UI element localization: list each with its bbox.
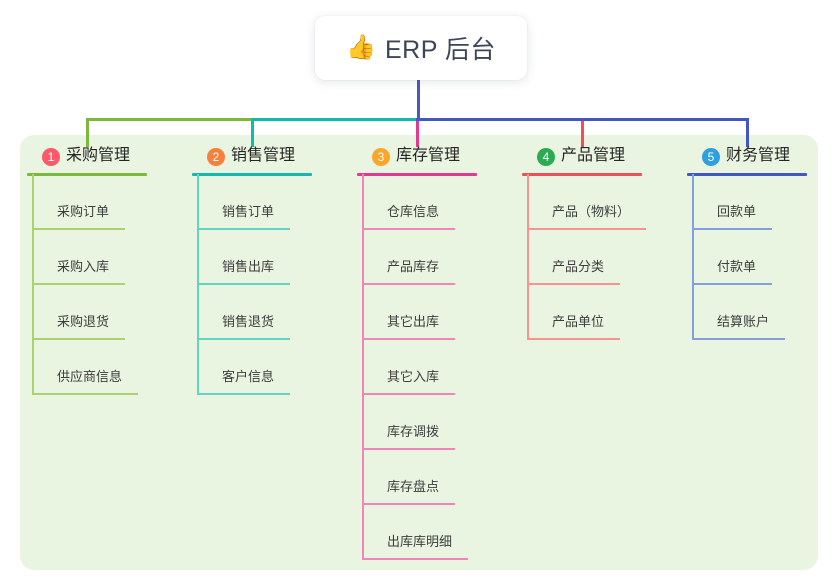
leaf-node[interactable]: 产品（物料） — [527, 202, 647, 230]
branch-title-underline — [192, 173, 312, 176]
branch-drop-connector — [415, 118, 419, 147]
branch-child-connector-line — [362, 174, 364, 560]
leaf-node[interactable]: 库存盘点 — [362, 477, 456, 505]
branch-title-underline — [687, 173, 807, 176]
branch-drop-connector — [745, 118, 749, 147]
root-node-title: ERP 后台 — [384, 36, 496, 64]
leaf-node[interactable]: 仓库信息 — [362, 202, 456, 230]
leaf-node[interactable]: 采购退货 — [32, 312, 126, 340]
leaf-node[interactable]: 其它出库 — [362, 312, 456, 340]
branch-title-underline — [27, 173, 147, 176]
branch-number-badge: 3 — [372, 148, 390, 166]
branch-title[interactable]: 财务管理 — [726, 147, 791, 164]
leaf-node[interactable]: 结算账户 — [692, 312, 786, 340]
branch-number-badge: 4 — [537, 148, 555, 166]
bus-segment — [86, 118, 254, 121]
branch-child-connector-line — [527, 174, 529, 340]
bus-segment — [251, 118, 419, 121]
branch-drop-connector — [85, 118, 89, 147]
branch-drop-connector — [580, 118, 584, 147]
root-drop-connector — [417, 80, 420, 121]
leaf-node[interactable]: 采购入库 — [32, 257, 126, 285]
branch-number-badge: 1 — [42, 148, 60, 166]
root-node-erp[interactable]: 👍 ERP 后台 — [315, 16, 527, 80]
branch-number-badge: 2 — [207, 148, 225, 166]
leaf-node[interactable]: 供应商信息 — [32, 367, 139, 395]
thumbs-up-icon: 👍 — [346, 34, 376, 61]
branch-title-underline — [357, 173, 477, 176]
branch-number-badge: 5 — [702, 148, 720, 166]
branch-child-connector-line — [692, 174, 694, 340]
leaf-node[interactable]: 产品单位 — [527, 312, 621, 340]
branch-title[interactable]: 库存管理 — [396, 147, 461, 164]
leaf-node[interactable]: 销售出库 — [197, 257, 291, 285]
leaf-node[interactable]: 销售退货 — [197, 312, 291, 340]
branch-title[interactable]: 采购管理 — [66, 147, 131, 164]
leaf-node[interactable]: 回款单 — [692, 202, 773, 230]
leaf-node[interactable]: 产品分类 — [527, 257, 621, 285]
leaf-node[interactable]: 销售订单 — [197, 202, 291, 230]
leaf-node[interactable]: 其它入库 — [362, 367, 456, 395]
leaf-node[interactable]: 客户信息 — [197, 367, 291, 395]
branch-drop-connector — [250, 118, 254, 147]
branch-title-underline — [522, 173, 642, 176]
branch-title[interactable]: 销售管理 — [231, 147, 296, 164]
leaf-node[interactable]: 采购订单 — [32, 202, 126, 230]
bus-segment — [416, 118, 749, 121]
leaf-node[interactable]: 付款单 — [692, 257, 773, 285]
leaf-node[interactable]: 出库库明细 — [362, 532, 469, 560]
branch-title[interactable]: 产品管理 — [561, 147, 626, 164]
mindmap-background-panel — [20, 135, 818, 570]
leaf-node[interactable]: 库存调拨 — [362, 422, 456, 450]
leaf-node[interactable]: 产品库存 — [362, 257, 456, 285]
